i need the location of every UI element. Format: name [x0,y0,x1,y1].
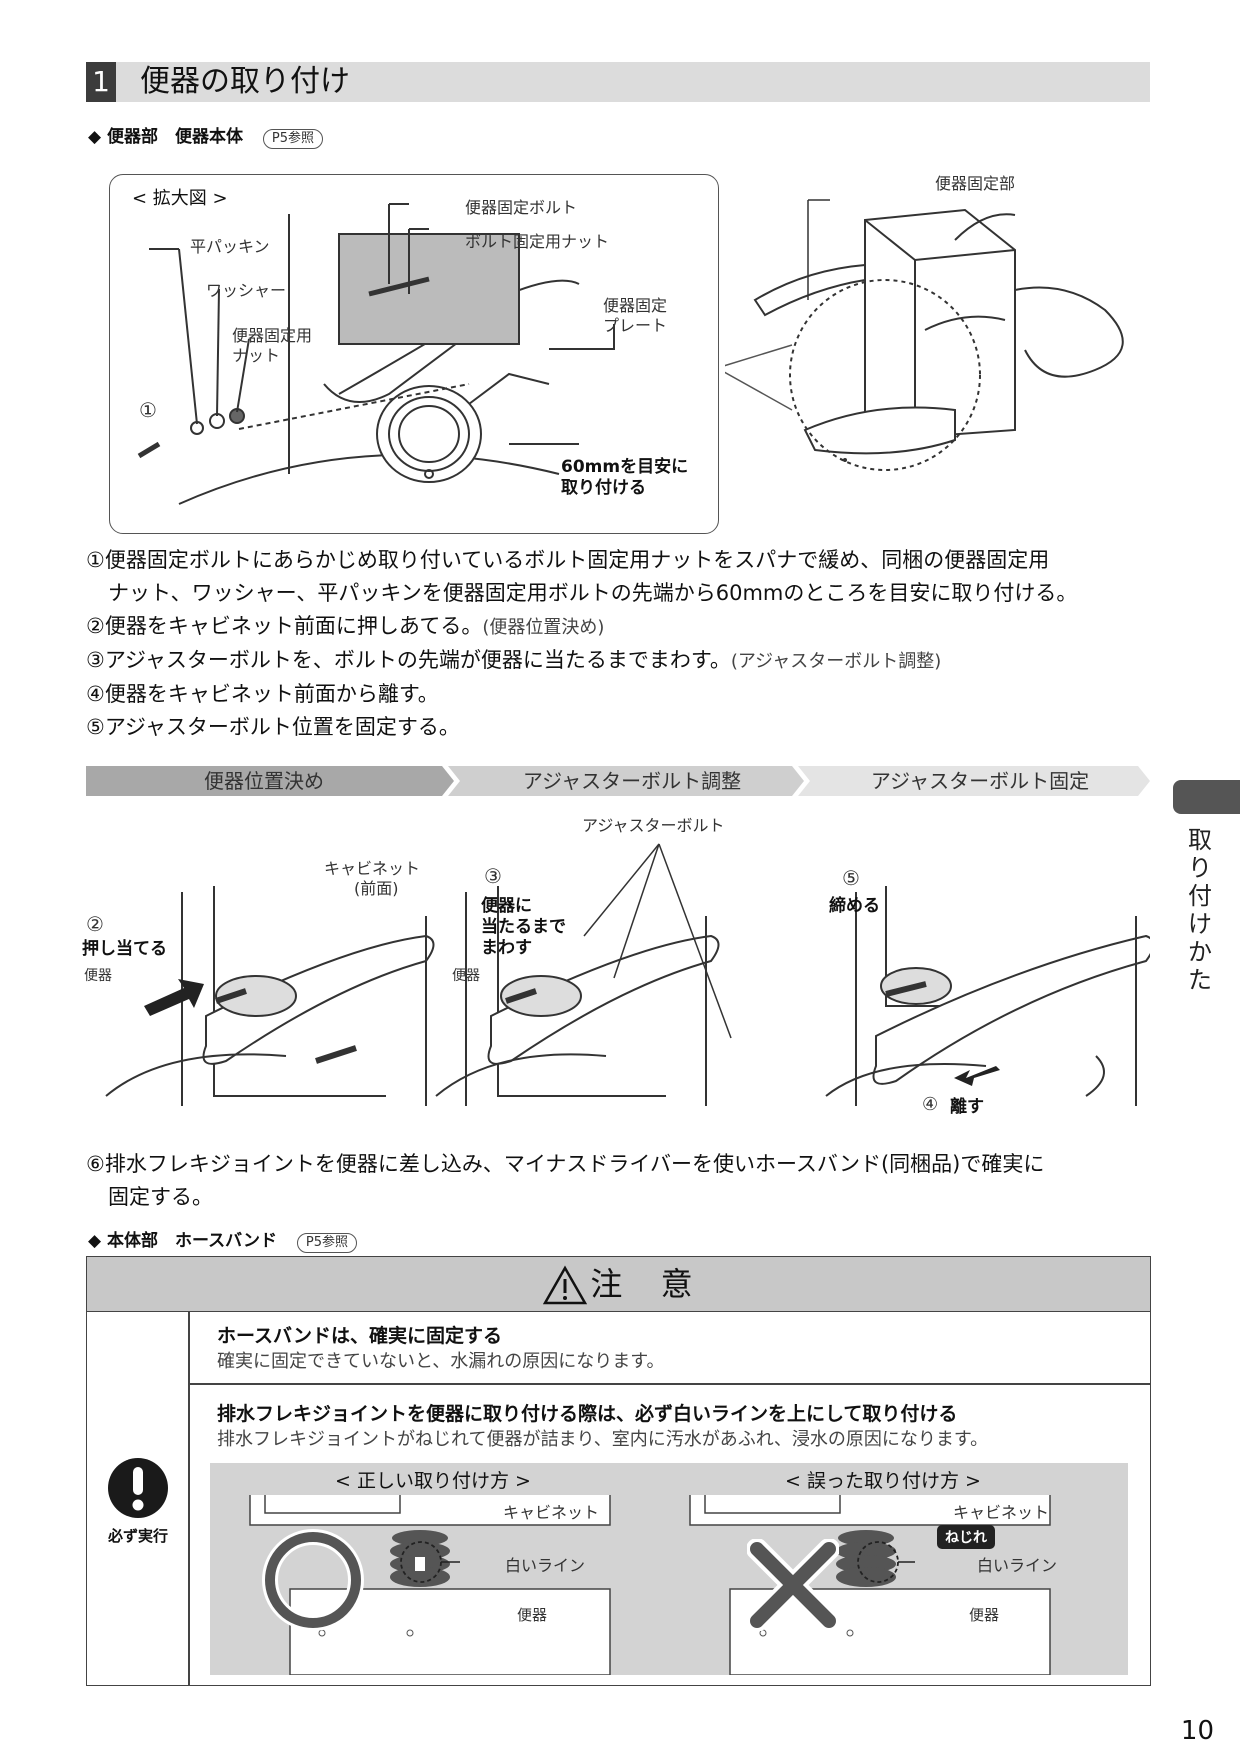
diamond-bullet-icon: ◆ [88,127,102,147]
plate-label-2: プレート [603,316,668,335]
step-3: ③アジャスターボルトを、ボルトの先端が便器に当たるまでまわす。(アジャスターボル… [86,648,942,672]
column-divider [188,1311,190,1685]
caution-item-1-title: ホースバンドは、確実に固定する [217,1325,503,1347]
must-do-label: 必ず実行 [107,1527,168,1545]
process-flow-bar [86,766,1150,796]
white-line-label-wrong: 白いライン [977,1556,1058,1575]
chapter-tab-label: 取り付けかた [1188,826,1212,994]
washer-label: ワッシャー [206,281,287,300]
white-line-label-correct: 白いライン [505,1556,586,1575]
step-circle-4: ④ [922,1094,939,1115]
reference-badge-2: P5参照 [296,1233,358,1253]
row-divider [188,1383,1150,1385]
flow-step-adjust: アジャスターボルト調整 [522,769,742,793]
step-1-line-1: ①便器固定ボルトにあらかじめ取り付いているボルト固定用ナットをスパナで緩め、同梱… [86,548,1050,572]
zoom-illustration [137,203,615,505]
zoom-figure-box [109,174,719,534]
part-line-2: ◆ 本体部 ホースバンド P5参照 [88,1226,358,1253]
caution-item-2-desc: 排水フレキジョイントがねじれて便器が詰まり、室内に汚水があふれ、浸水の原因になり… [217,1429,989,1450]
flow-step-fix: アジャスターボルト固定 [870,769,1090,793]
step-circle-1: ① [139,398,157,422]
turn-label-1: 便器に [481,896,532,916]
separate-label: 離す [950,1097,984,1117]
caution-item-2-title: 排水フレキジョイントを便器に取り付ける際は、必ず白いラインを上にして取り付ける [217,1403,958,1425]
step-1-line-2: ナット、ワッシャー、平パッキンを便器固定用ボルトの先端から60mmのところを目安… [108,581,1078,605]
page-number: 10 [1180,1716,1214,1746]
step-6: ⑥排水フレキジョイントを便器に差し込み、マイナスドライバーを使いホースバンド(同… [86,1148,1196,1214]
wrong-cross-icon [747,1539,839,1631]
adjuster-figures [105,843,1150,1106]
plate-label-1: 便器固定 [603,296,668,315]
distance-note-1: 60mmを目安に [561,457,689,477]
caution-item-1-desc: 確実に固定できていないと、水漏れの原因になります。 [217,1351,665,1372]
diamond-bullet-icon: ◆ [88,1231,102,1251]
step-circle-3: ③ [484,864,502,888]
section-header-bar [86,62,1150,102]
wrong-method-title: < 誤った取り付け方 > [785,1470,981,1492]
cabinet-label-wrong: キャビネット [953,1503,1050,1522]
cabinet-label-1: キャビネット [324,859,421,878]
toilet-label-wrong: 便器 [969,1606,1000,1624]
step-6-line-1: ⑥排水フレキジョイントを便器に差し込み、マイナスドライバーを使いホースバンド(同… [86,1152,1045,1176]
instruction-steps: ①便器固定ボルトにあらかじめ取り付いているボルト固定用ナットをスパナで緩め、同梱… [86,544,1196,744]
fix-part-label: 便器固定部 [935,174,1016,193]
caution-title: 注 意 [590,1265,707,1303]
bolt-label: 便器固定ボルト [465,198,578,217]
step-5: ⑤アジャスターボルト位置を固定する。 [86,715,460,739]
caution-header: 注 意 [87,1257,1150,1312]
bolt-nut-label: ボルト固定用ナット [465,232,610,251]
step-2: ②便器をキャビネット前面に押しあてる。(便器位置決め) [86,614,605,638]
step-circle-2: ② [86,912,104,936]
correct-circle-icon [262,1529,364,1631]
section-number: 1 [86,62,116,102]
section-title: 便器の取り付け [140,64,350,99]
fix-nut-label-2: ナット [232,346,281,365]
turn-label-2: 当たるまで [481,917,566,937]
chapter-tab [1173,780,1240,814]
part-line-1: ◆ 便器部 便器本体 P5参照 [88,122,324,149]
adjuster-bolt-label: アジャスターボルト [582,816,725,835]
part-label: 便器部 便器本体 [107,127,243,147]
correct-method-title: < 正しい取り付け方 > [335,1470,531,1492]
part-label-2: 本体部 ホースバンド [107,1231,277,1251]
toilet-label-2: 便器 [452,968,480,984]
reference-badge: P5参照 [262,129,324,149]
tighten-label: 締める [829,896,880,916]
cabinet-label-correct: キャビネット [503,1503,600,1522]
cabinet-label-2: (前面) [354,879,399,898]
turn-label-3: まわす [481,938,532,958]
step-4: ④便器をキャビネット前面から離す。 [86,682,439,706]
caution-box: 注 意 必ず実行 ホースバンドは、確実に固定する 確実に固定できていないと、水漏… [86,1256,1151,1686]
mandatory-action-icon [108,1458,168,1518]
toilet-label-1: 便器 [84,968,112,984]
zoom-title: < 拡大図 > [132,188,228,209]
push-label: 押し当てる [82,939,167,959]
distance-note-2: 取り付ける [561,478,646,498]
toilet-label-correct: 便器 [517,1606,548,1624]
unit-overview-illustration [725,199,1124,471]
twist-badge: ねじれ [937,1525,995,1549]
fix-nut-label-1: 便器固定用 [232,326,313,345]
flow-step-position: 便器位置決め [204,769,324,793]
step-circle-5: ⑤ [842,866,860,890]
flat-packing-label: 平パッキン [190,237,270,256]
step-6-line-2: 固定する。 [108,1185,213,1209]
warning-triangle-icon [543,1265,587,1305]
